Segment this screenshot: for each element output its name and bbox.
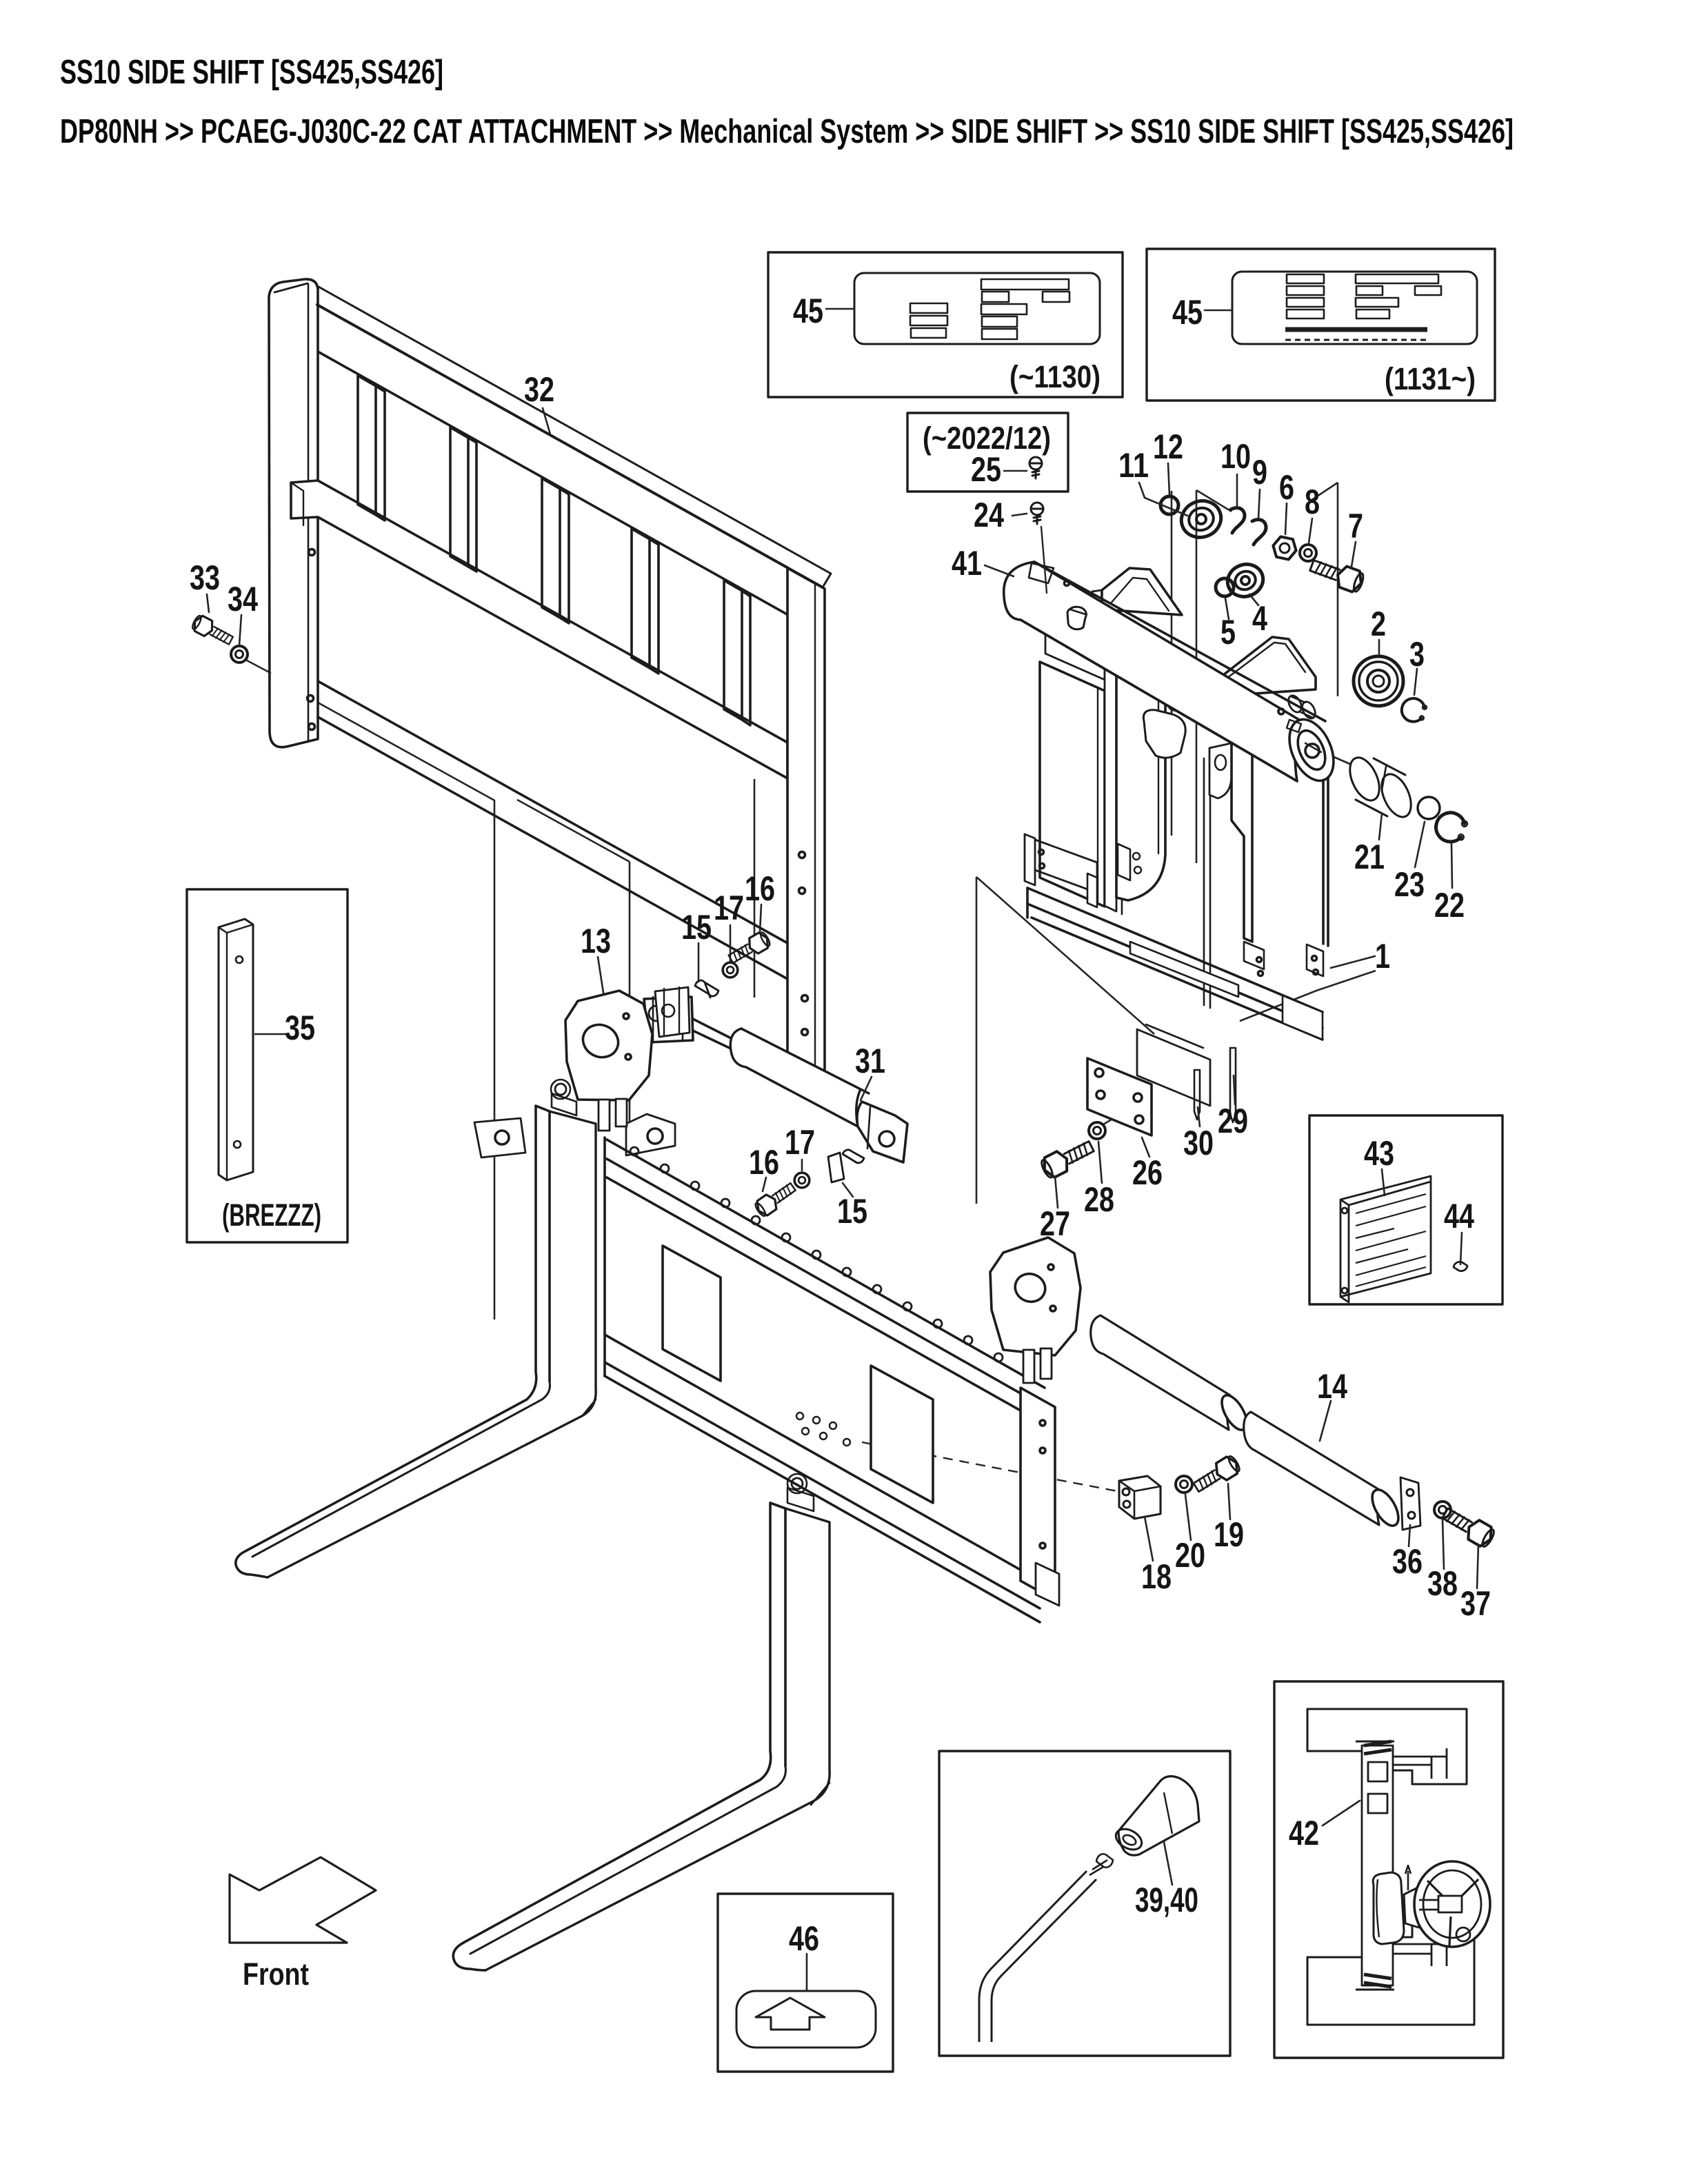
svg-text:46: 46 xyxy=(789,1919,819,1958)
svg-text:16: 16 xyxy=(749,1143,779,1182)
svg-text:10: 10 xyxy=(1220,437,1251,476)
svg-text:1: 1 xyxy=(1375,937,1390,975)
svg-text:45: 45 xyxy=(1172,293,1203,332)
svg-text:DP80NH >> PCAEG-J030C-22 CAT A: DP80NH >> PCAEG-J030C-22 CAT ATTACHMENT … xyxy=(60,113,1514,150)
svg-text:5: 5 xyxy=(1220,613,1236,651)
svg-text:20: 20 xyxy=(1175,1536,1205,1575)
svg-text:26: 26 xyxy=(1132,1153,1163,1192)
svg-text:25: 25 xyxy=(971,450,1001,489)
svg-text:13: 13 xyxy=(581,922,611,960)
svg-text:29: 29 xyxy=(1218,1102,1248,1140)
svg-text:SS10 SIDE SHIFT [SS425,SS426]: SS10 SIDE SHIFT [SS425,SS426] xyxy=(60,54,443,91)
svg-text:45: 45 xyxy=(793,292,823,330)
svg-text:3: 3 xyxy=(1409,635,1425,674)
svg-text:(~1130): (~1130) xyxy=(1009,359,1101,394)
svg-text:43: 43 xyxy=(1364,1134,1394,1173)
svg-text:16: 16 xyxy=(745,869,775,908)
svg-text:15: 15 xyxy=(837,1192,867,1231)
svg-text:(~2022/12): (~2022/12) xyxy=(923,421,1051,456)
svg-text:30: 30 xyxy=(1183,1124,1214,1162)
svg-text:36: 36 xyxy=(1392,1542,1423,1581)
svg-text:(BREZZZ): (BREZZZ) xyxy=(222,1197,321,1233)
svg-text:4: 4 xyxy=(1252,599,1267,638)
svg-text:18: 18 xyxy=(1141,1557,1172,1596)
svg-text:37: 37 xyxy=(1460,1584,1491,1623)
svg-text:9: 9 xyxy=(1252,453,1267,492)
svg-text:15: 15 xyxy=(681,908,712,947)
svg-text:33: 33 xyxy=(190,558,220,597)
svg-text:8: 8 xyxy=(1305,483,1320,521)
svg-text:41: 41 xyxy=(952,544,982,583)
svg-text:39,40: 39,40 xyxy=(1135,1881,1198,1919)
svg-text:17: 17 xyxy=(714,889,744,927)
svg-text:14: 14 xyxy=(1317,1367,1347,1406)
svg-text:11: 11 xyxy=(1118,446,1149,485)
svg-text:38: 38 xyxy=(1427,1564,1458,1603)
svg-text:44: 44 xyxy=(1444,1197,1474,1235)
svg-text:17: 17 xyxy=(785,1123,815,1162)
svg-text:31: 31 xyxy=(855,1042,885,1080)
svg-text:7: 7 xyxy=(1348,507,1363,545)
svg-text:(1131~): (1131~) xyxy=(1385,361,1476,396)
svg-text:24: 24 xyxy=(974,496,1004,534)
svg-text:32: 32 xyxy=(524,370,554,409)
svg-text:21: 21 xyxy=(1354,838,1385,876)
svg-text:42: 42 xyxy=(1289,1814,1319,1852)
svg-text:35: 35 xyxy=(285,1009,315,1047)
svg-text:19: 19 xyxy=(1214,1515,1244,1554)
svg-text:Front: Front xyxy=(243,1957,309,1992)
svg-text:2: 2 xyxy=(1371,605,1386,643)
svg-text:34: 34 xyxy=(228,580,258,618)
svg-text:6: 6 xyxy=(1279,468,1294,507)
svg-text:23: 23 xyxy=(1394,865,1425,904)
svg-text:27: 27 xyxy=(1040,1204,1070,1243)
svg-text:22: 22 xyxy=(1434,886,1465,924)
svg-text:12: 12 xyxy=(1153,427,1183,466)
svg-text:28: 28 xyxy=(1084,1180,1114,1219)
